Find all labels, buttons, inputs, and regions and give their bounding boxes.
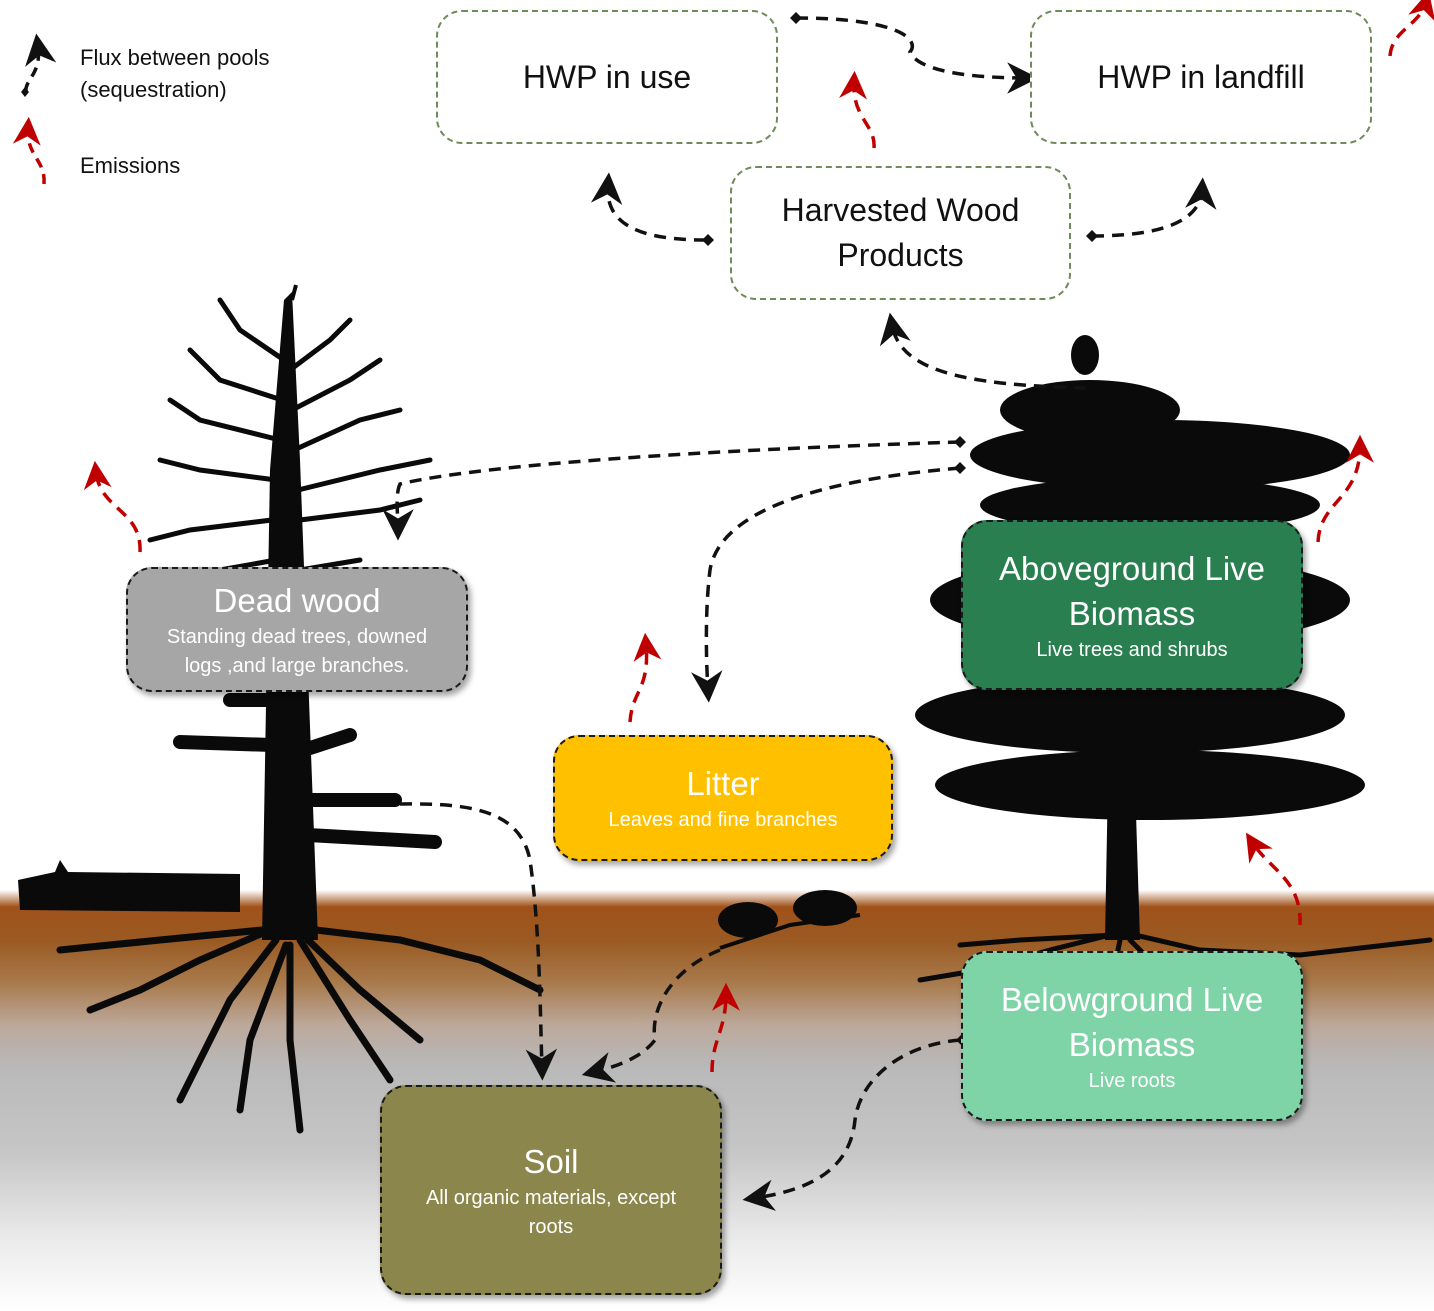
flux-above-to-deadwood [382,440,961,541]
belowground-sub: Live roots [1088,1069,1176,1092]
harvested-wood-products-box: Harvested Wood Products [730,166,1071,300]
legend-flux-line2: (sequestration) [80,77,227,102]
flux-below-to-soil [742,1038,961,1211]
dead-wood-title: Dead wood [213,582,381,619]
aboveground-title-line1: Aboveground Live [998,549,1266,587]
legend-flux-arrow-icon [21,33,57,97]
flux-hwp-to-use [590,172,707,242]
flux-hwp-to-landfill [1091,177,1217,238]
emission-hwp-products [839,70,876,149]
emission-deadwood [83,460,142,553]
soil-sub-line2: roots [528,1215,574,1238]
emission-aboveground [1316,434,1374,543]
soil-box: Soil All organic materials, except roots [380,1085,722,1295]
hwp-in-landfill-label: HWP in landfill [1097,58,1305,95]
flux-tree-to-hwp [879,312,1087,390]
dead-wood-box: Dead wood Standing dead trees, downed lo… [126,567,468,692]
emission-belowground [1245,832,1302,926]
flux-above-to-litter [691,466,961,703]
flux-deadwood-to-soil [399,802,558,1081]
legend-flux-label: Flux between pools (sequestration) [80,42,270,106]
legend-emissions-label: Emissions [80,153,181,178]
emission-hwp-landfill [1388,0,1434,57]
emission-soil [710,982,740,1073]
litter-branch-icon [718,890,861,950]
aboveground-sub: Live trees and shrubs [1036,638,1228,661]
aboveground-title-line2: Biomass [1068,594,1196,632]
hwp-in-use-label: HWP in use [522,58,692,95]
soil-sub-line1: All organic materials, except [425,1186,677,1209]
aboveground-live-biomass-box: Aboveground Live Biomass Live trees and … [961,520,1303,690]
hwp-products-line1: Harvested Wood [781,192,1020,228]
flux-hwp-use-to-landfill [795,16,1039,94]
soil-title: Soil [523,1142,579,1180]
legend-emission-arrow-icon [12,116,46,185]
belowground-live-biomass-box: Belowground Live Biomass Live roots [961,951,1303,1121]
downed-log-icon [18,860,240,912]
flux-litter-to-soil [581,948,721,1083]
litter-box: Litter Leaves and fine branches [553,735,893,861]
hwp-in-use-box: HWP in use [436,10,778,144]
dead-wood-sub-line1: Standing dead trees, downed [166,626,428,648]
litter-title: Litter [686,765,760,802]
litter-sub: Leaves and fine branches [608,809,838,831]
dead-wood-sub-line2: logs ,and large branches. [184,655,410,677]
hwp-in-landfill-box: HWP in landfill [1030,10,1372,144]
legend-flux-line1: Flux between pools [80,45,270,70]
belowground-title-line1: Belowground Live [1000,980,1264,1018]
hwp-products-line2: Products [837,237,964,273]
emission-litter [628,632,662,723]
belowground-title-line2: Biomass [1068,1025,1196,1063]
